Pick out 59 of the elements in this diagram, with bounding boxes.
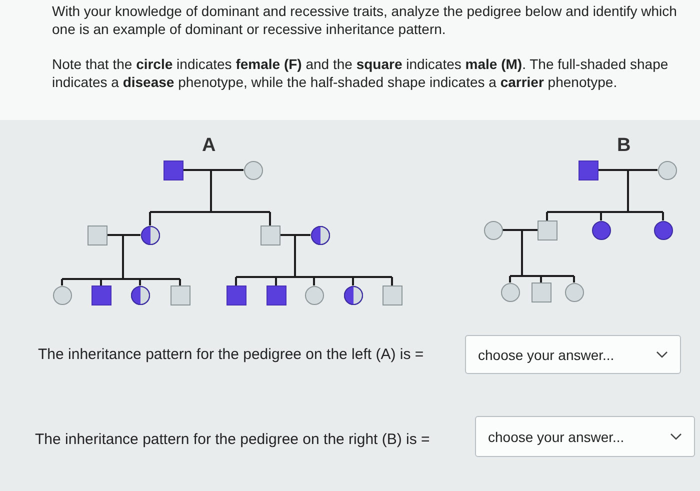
pedigree-line [182, 169, 244, 171]
unshaded-circle [564, 282, 584, 302]
pedigree-line [598, 169, 658, 171]
pedigree-letter: B [617, 137, 631, 155]
pedigree-line [391, 277, 393, 286]
unshaded-circle [242, 160, 264, 180]
pedigree-letter: A [202, 137, 216, 155]
shaded-square [266, 284, 286, 306]
pedigree-line [61, 234, 181, 280]
unshaded-circle [52, 284, 72, 306]
half-shaded-circle [140, 224, 160, 246]
pedigree-line [509, 276, 511, 282]
shaded-square [578, 160, 598, 180]
pedigree-line [139, 279, 141, 286]
half-shaded-circle [310, 224, 330, 246]
pedigree-line [313, 277, 315, 286]
answer-dropdown: choose your answer... [475, 416, 695, 457]
shaded-circle [652, 220, 674, 240]
pedigree-line [100, 279, 102, 286]
pedigree-line [546, 169, 664, 213]
pedigree-line [573, 276, 575, 282]
unshaded-circle [500, 282, 520, 302]
pedigree-line [546, 212, 548, 220]
pedigree-line [509, 229, 575, 277]
pedigree-line [502, 229, 538, 231]
pedigree-line [662, 212, 664, 220]
unshaded-square [382, 284, 402, 306]
shaded-square [90, 284, 112, 306]
pedigree-line [235, 277, 237, 286]
pedigree-line [352, 277, 354, 286]
unshaded-circle [656, 160, 678, 180]
pedigree-line [269, 212, 271, 226]
pedigree-line [149, 212, 151, 226]
unshaded-circle [482, 220, 504, 240]
pedigree-line [280, 234, 310, 236]
shaded-square [162, 160, 184, 180]
answer-dropdown: choose your answer... [465, 335, 681, 374]
pedigree-line [179, 279, 181, 286]
pedigree-line [61, 279, 63, 286]
pedigree-line [275, 277, 277, 286]
pedigree-line [600, 212, 602, 220]
shaded-circle [590, 220, 612, 240]
unshaded-square [530, 282, 552, 302]
question-sentence: The inheritance pattern for the pedigree on the right (B) is = [35, 431, 430, 449]
half-shaded-circle [342, 284, 364, 306]
note-text: Note that the circle indicates female (F) and the square indicates male (M). The full-shaded shape indicates a disease phenotype, while the half-shaded shape indicates a carrier phenotype. [52, 55, 670, 91]
unshaded-square [170, 284, 190, 306]
unshaded-circle [304, 284, 324, 306]
pedigree-line [540, 276, 542, 282]
pedigree-line [106, 234, 140, 236]
shaded-square [226, 284, 246, 306]
question-sentence: The inheritance pattern for the pedigree on the left (A) is = [38, 346, 424, 364]
half-shaded-circle [130, 284, 150, 306]
unshaded-square [260, 224, 280, 246]
pedigree-line [149, 169, 271, 213]
unshaded-square [536, 220, 558, 240]
question-text: With your knowledge of dominant and recessive traits, analyze the pedigree below and identify which one is an example of dominant or recessive inheritance pattern. [52, 2, 678, 38]
pedigree-line [235, 234, 393, 278]
unshaded-square [86, 224, 108, 246]
